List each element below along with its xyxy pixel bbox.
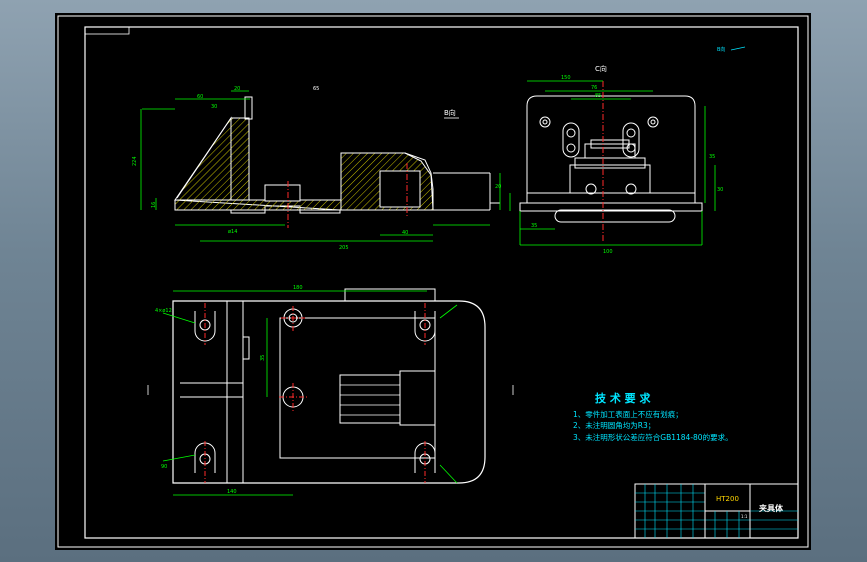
plan-dim-3: 140 xyxy=(227,489,237,495)
plan-dim-5: 90 xyxy=(161,464,167,470)
drawing-sheet[interactable]: 60 20 30 224 16 ø14 205 40 20 65 B向 C向 xyxy=(55,13,811,550)
side-dim-4: 224 xyxy=(132,156,138,166)
material-label: HT200 xyxy=(716,495,739,503)
part-name: 夹具体 xyxy=(759,503,784,513)
side-dim-7: 205 xyxy=(339,245,349,251)
drawing-canvas: 60 20 30 224 16 ø14 205 40 20 65 B向 C向 xyxy=(57,15,809,548)
side-dim-8: 40 xyxy=(402,230,408,236)
pos-mark: 65 xyxy=(313,86,319,92)
side-dim-3: 30 xyxy=(211,104,217,110)
tech-req-item-2: 2、未注明圆角均为R3； xyxy=(573,420,655,430)
side-dim-9: 20 xyxy=(495,184,501,190)
end-dim-1: 150 xyxy=(561,75,571,81)
end-dim-4: 35 xyxy=(709,154,715,160)
side-view: 60 20 30 224 16 ø14 205 40 20 65 B向 xyxy=(132,86,501,251)
end-view-label: C向 xyxy=(595,64,607,73)
plan-dim-4: 4×ø12 xyxy=(155,308,172,314)
end-dim-6: 100 xyxy=(603,249,613,255)
tag-top-right: B向 xyxy=(717,46,725,53)
outer-border xyxy=(57,15,809,548)
frame-border xyxy=(84,26,799,539)
side-dim-5: 16 xyxy=(151,202,157,208)
end-view: C向 xyxy=(509,46,746,255)
end-dim-5: 30 xyxy=(717,187,723,193)
end-dim-2: 85 xyxy=(595,93,601,99)
plan-dim-2: 35 xyxy=(260,355,266,361)
tech-req-item-1: 1、零件加工表面上不应有划痕； xyxy=(573,409,683,419)
corner-tag xyxy=(84,26,130,35)
tech-req-title: 技 术 要 求 xyxy=(595,391,651,405)
tech-requirements: 技 术 要 求 1、零件加工表面上不应有划痕； 2、未注明圆角均为R3； 3、未… xyxy=(573,391,733,442)
side-dim-1: 60 xyxy=(197,94,203,100)
side-view-label: B向 xyxy=(444,108,456,117)
end-dim-3: 76 xyxy=(591,85,597,91)
scale-label: 1:1 xyxy=(741,514,748,519)
plan-view: 180 35 140 4×ø12 90 xyxy=(147,285,514,496)
title-block: HT200 夹具体 1:1 xyxy=(634,483,799,539)
end-dim-7: 35 xyxy=(531,223,537,229)
side-dim-6: ø14 xyxy=(228,229,237,235)
side-dim-2: 20 xyxy=(234,86,240,92)
tech-req-item-3: 3、未注明形状公差应符合GB1184-80的要求。 xyxy=(573,432,733,442)
plan-dim-1: 180 xyxy=(293,285,303,291)
